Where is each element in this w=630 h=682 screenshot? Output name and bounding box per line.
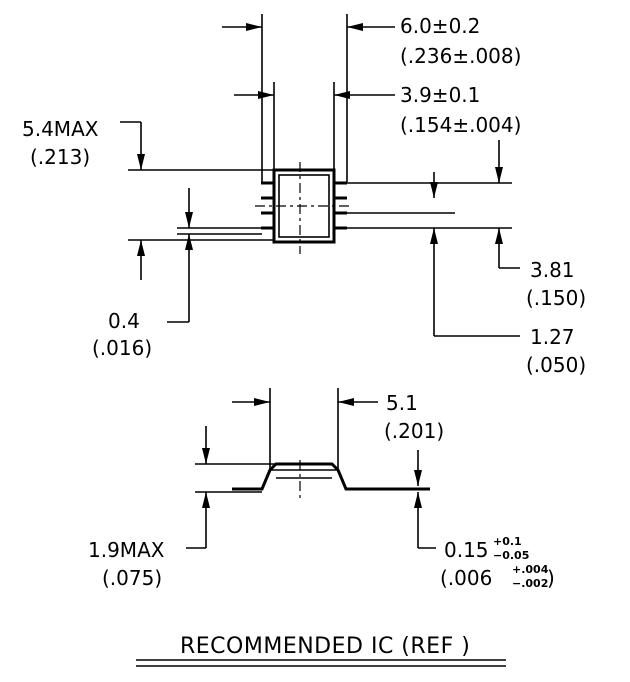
dim-side-body-width-mm: 5.1 (386, 391, 418, 415)
dim-lead-thickness-inch-plus: +.004 (512, 563, 549, 576)
dim-row-span-inch: (.150) (526, 286, 586, 310)
dim-lead-thickness-mm-plus: +0.1 (493, 535, 522, 548)
dim-side-height-max: 1.9MAX (.075) (88, 426, 210, 590)
dim-side-height-max-mm: 1.9MAX (88, 538, 165, 562)
dim-row-span: 3.81 (.150) (347, 140, 586, 310)
dim-lead-thickness-mm: 0.15 (444, 538, 489, 562)
dim-body-length-mm: 6.0±0.2 (400, 14, 480, 38)
dim-body-width-mm: 3.9±0.1 (400, 83, 480, 107)
dim-lead-width-mm: 0.4 (108, 309, 140, 333)
dim-lead-thickness: 0.15 +0.1 −0.05 (.006 +.004 −.002 ) (414, 450, 555, 590)
dim-body-length-inch: (.236±.008) (400, 44, 521, 68)
dim-lead-pitch-mm: 1.27 (530, 325, 575, 349)
dim-lead-pitch: 1.27 (.050) (347, 172, 586, 377)
caption-block: RECOMMENDED IC (REF ) (136, 634, 506, 667)
drawing-caption: RECOMMENDED IC (REF ) (180, 634, 470, 659)
dim-body-width-inch: (.154±.004) (400, 113, 521, 137)
dim-height-max: 5.4MAX (.213) (22, 117, 274, 280)
dim-side-body-width: 5.1 (.201) (232, 391, 444, 443)
dim-body-length: 6.0±0.2 (.236±.008) (222, 14, 521, 68)
dim-lead-width: 0.4 (.016) (92, 188, 262, 360)
dim-lead-thickness-inch: (.006 (440, 566, 492, 590)
dim-side-height-max-inch: (.075) (102, 566, 162, 590)
dim-height-max-inch: (.213) (30, 145, 90, 169)
dim-height-max-mm: 5.4MAX (22, 117, 99, 141)
dim-lead-thickness-inch-close: ) (547, 566, 555, 590)
dim-body-width: 3.9±0.1 (.154±.004) (234, 83, 521, 137)
dim-side-body-width-inch: (.201) (384, 419, 444, 443)
dim-lead-thickness-mm-minus: −0.05 (493, 549, 529, 562)
dim-lead-pitch-inch: (.050) (526, 353, 586, 377)
top-view-package (255, 14, 350, 254)
dim-lead-width-inch: (.016) (92, 336, 152, 360)
dim-row-span-mm: 3.81 (530, 258, 575, 282)
dim-lead-thickness-inch-minus: −.002 (512, 577, 548, 590)
